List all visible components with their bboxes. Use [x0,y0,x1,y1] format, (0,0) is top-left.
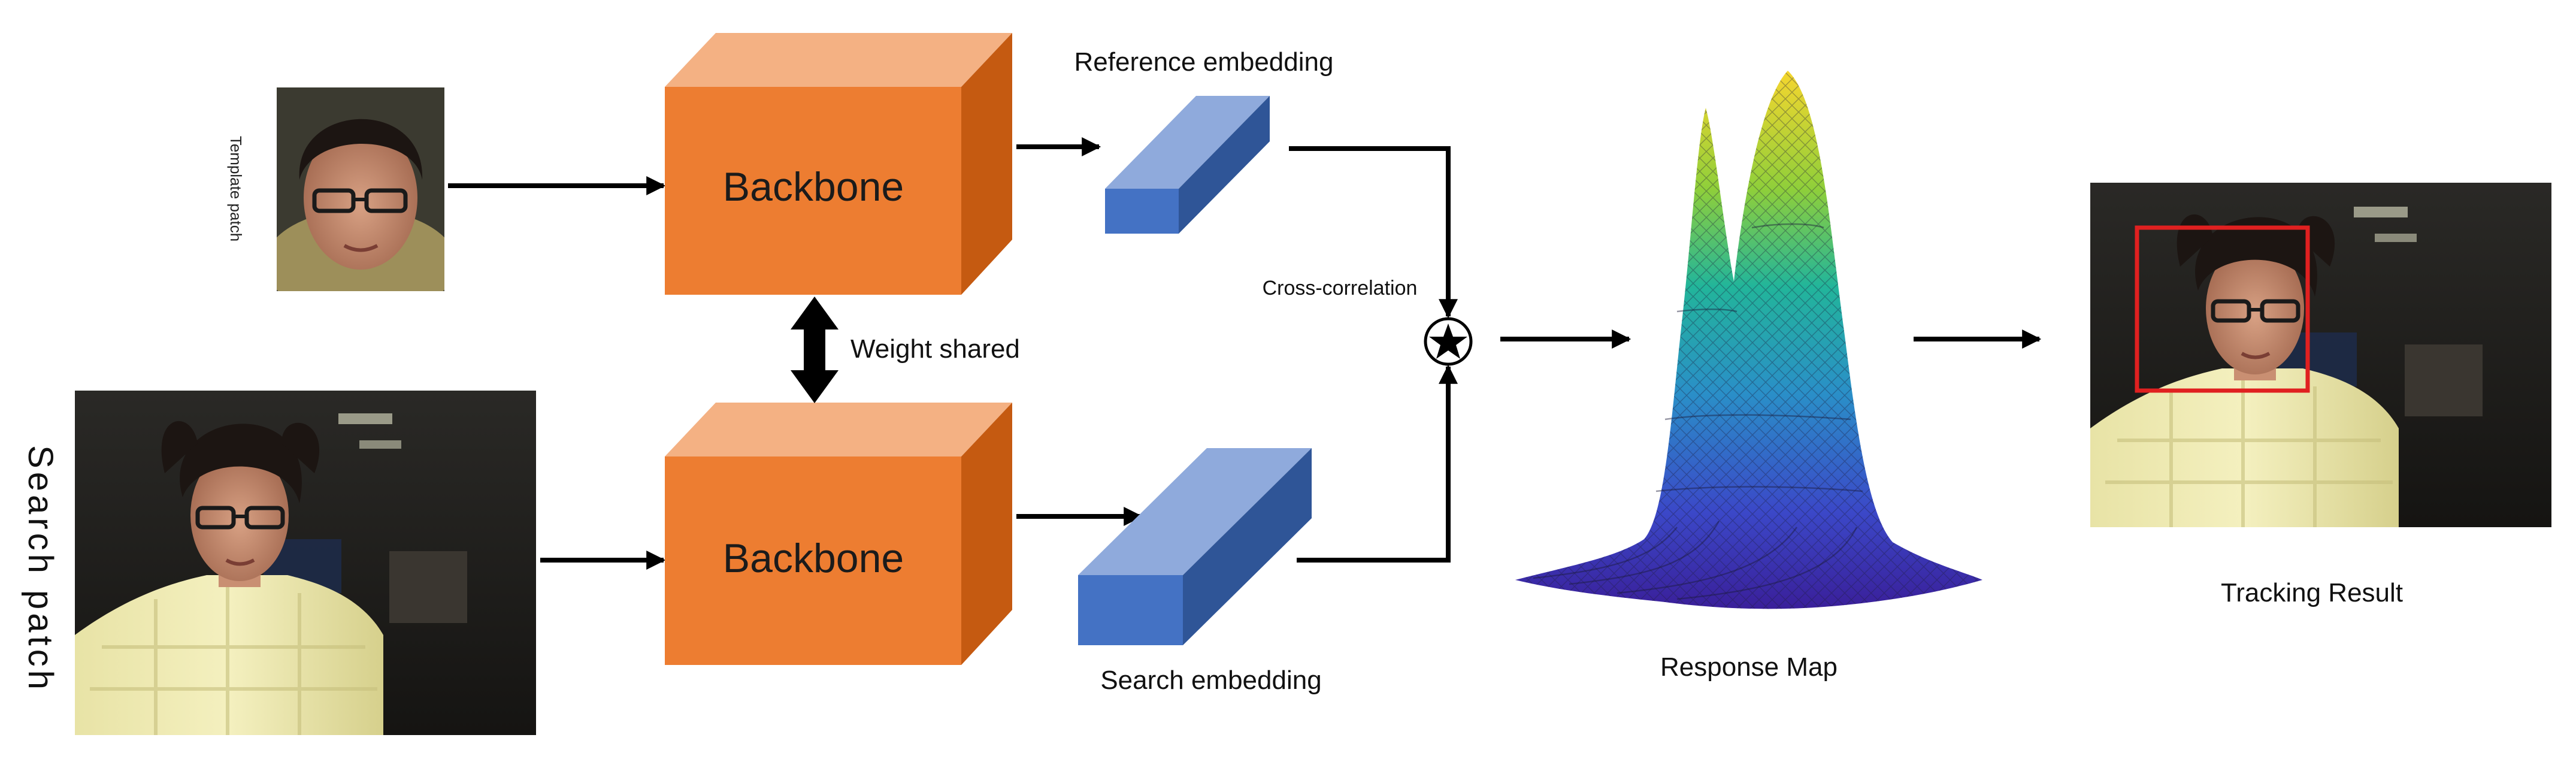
backbone-bottom-label: Backbone [723,536,904,581]
reference-embedding-label: Reference embedding [1074,47,1334,77]
backbone-top-label: Backbone [723,164,904,210]
star-icon [1429,324,1467,359]
template-patch-label: Template patch [227,136,245,241]
search-embedding-block [1078,448,1312,645]
tracking-bounding-box [2135,225,2310,393]
tracking-result-label: Tracking Result [2221,578,2403,607]
weight-shared-label: Weight shared [850,334,1020,364]
search-embedding-label: Search embedding [1100,666,1321,695]
reference-embedding-block [1105,96,1270,234]
response-map-label: Response Map [1660,652,1838,682]
backbone-top-block: Backbone [665,33,1012,295]
response-map-surface [1515,71,1982,609]
weight-shared-arrow [791,297,839,403]
cross-correlation-label: Cross-correlation [1263,277,1418,300]
tracking-result-image [2090,183,2551,527]
search-patch-image [75,391,536,735]
template-patch-image [277,87,444,291]
arrow-search-to-xcorr [1297,364,1458,563]
cross-correlation-operator [1424,317,1473,366]
arrow-reference-to-xcorr [1289,146,1458,319]
search-patch-label: Search patch [21,445,60,693]
backbone-bottom-block: Backbone [665,403,1012,665]
